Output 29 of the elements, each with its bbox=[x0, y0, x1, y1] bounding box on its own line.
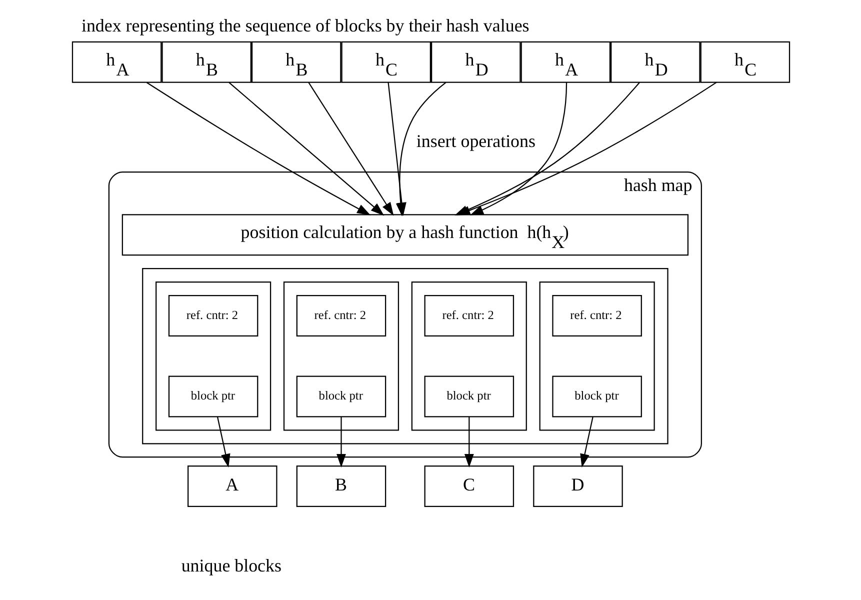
node-box: ref. cntr: 2 bbox=[424, 294, 514, 336]
diagram-title: index representing the sequence of blocks by their hash values bbox=[80, 16, 529, 36]
arrow bbox=[456, 82, 716, 216]
node-box: C bbox=[424, 466, 514, 508]
node-box: ref. cntr: 2 bbox=[552, 294, 642, 336]
node-box: ref. cntr: 2 bbox=[296, 294, 386, 336]
node-box: A bbox=[187, 466, 277, 508]
arrow bbox=[464, 417, 474, 468]
node-box: block ptr bbox=[424, 376, 514, 418]
node-box: block ptr bbox=[296, 376, 386, 418]
cluster bbox=[142, 268, 668, 444]
cluster bbox=[538, 281, 654, 431]
arrow bbox=[580, 416, 593, 468]
label: unique blocks bbox=[180, 555, 281, 576]
arrow bbox=[469, 82, 567, 216]
cluster bbox=[155, 281, 271, 431]
cluster bbox=[410, 281, 526, 431]
label: insert operations bbox=[416, 131, 535, 152]
arrow bbox=[146, 82, 370, 216]
node-box: block ptr bbox=[552, 376, 642, 418]
cluster bbox=[282, 281, 399, 431]
arrow bbox=[228, 82, 384, 216]
node-box: D bbox=[532, 466, 622, 508]
arrow bbox=[308, 82, 394, 216]
node-box: ref. cntr: 2 bbox=[168, 294, 258, 336]
node-box: block ptr bbox=[168, 376, 258, 418]
arrow bbox=[216, 416, 230, 468]
arrow bbox=[336, 417, 346, 468]
node-box: B bbox=[296, 466, 386, 508]
